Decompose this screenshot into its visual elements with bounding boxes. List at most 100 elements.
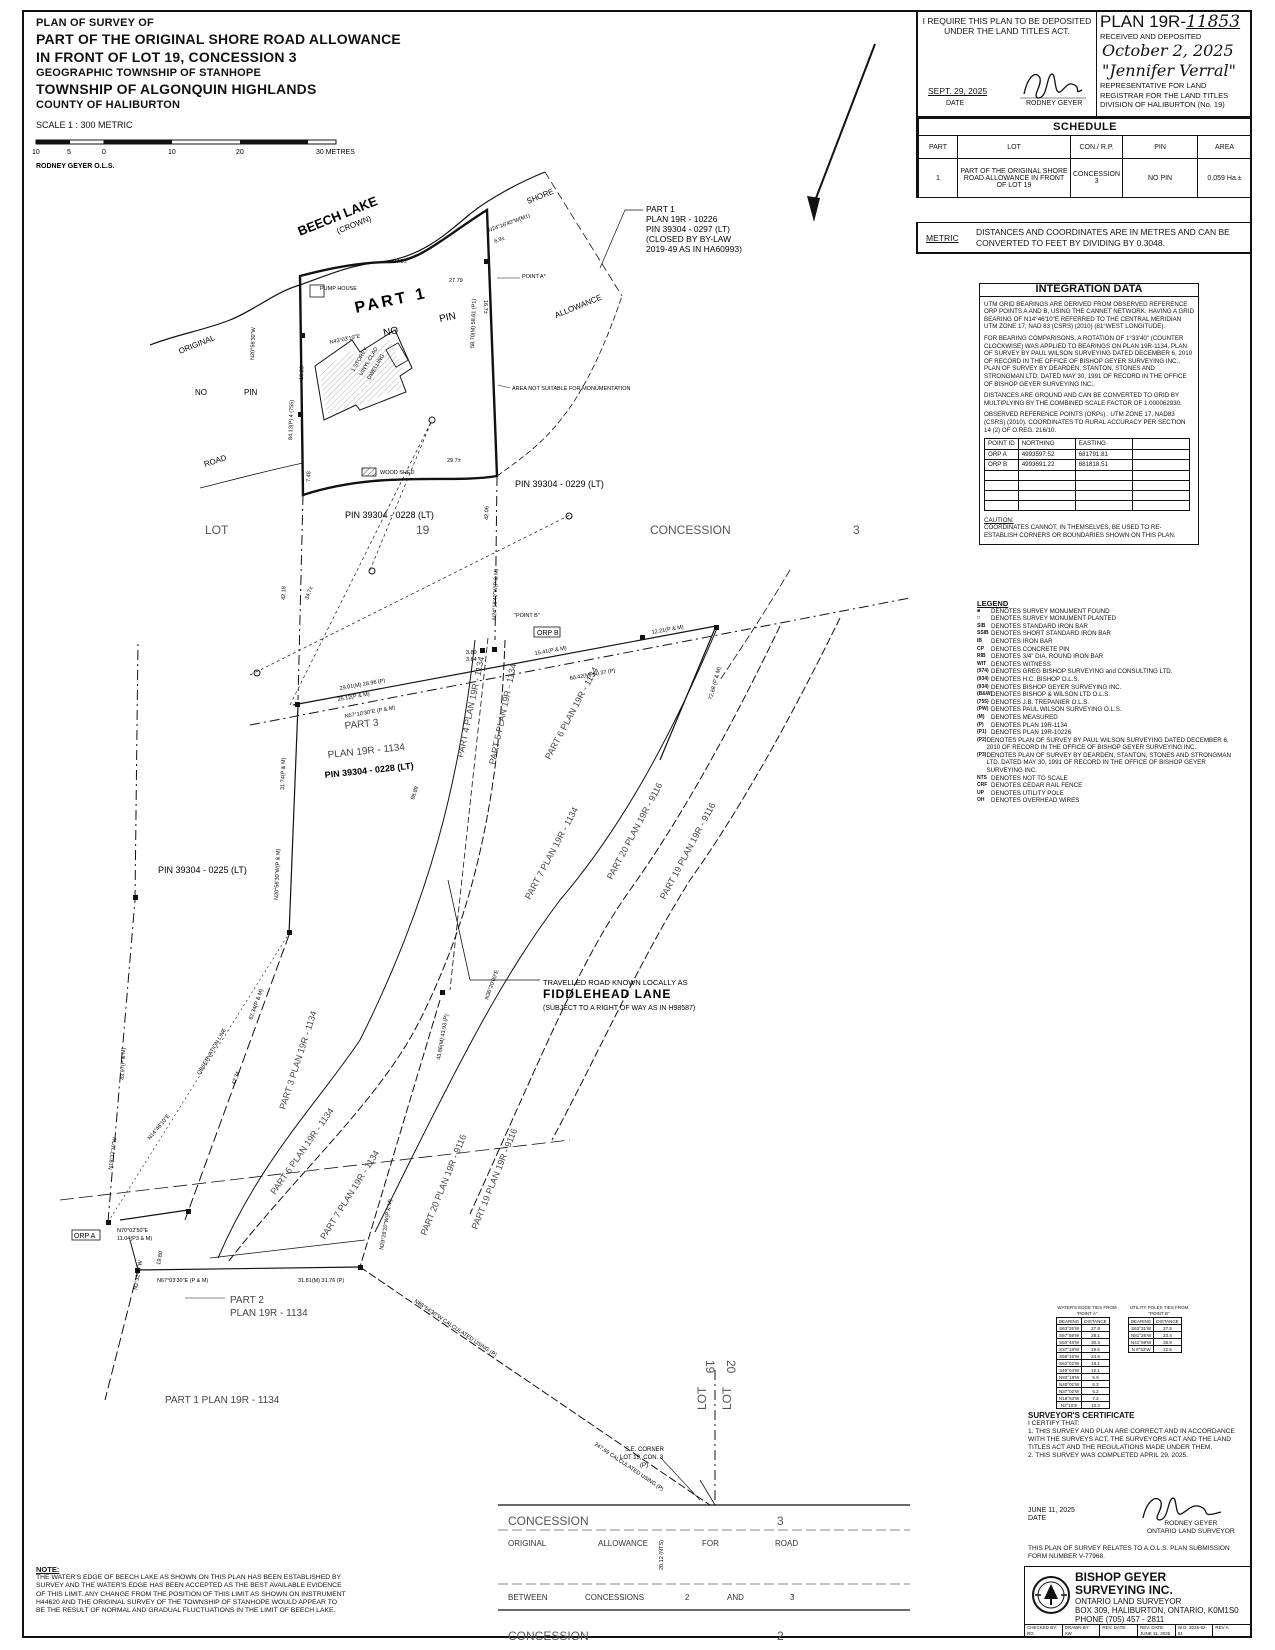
received-date: October 2, 2025 (1102, 41, 1234, 60)
certificate-signer: RODNEY GEYER ONTARIO LAND SURVEYOR (1147, 1520, 1235, 1536)
footer-cell: REV. DATE: (1100, 1625, 1139, 1637)
certificate-date: JUNE 11, 2025 DATE (1028, 1507, 1075, 1523)
dimension-label: 27.79 (449, 278, 463, 284)
part-1-boundary (298, 207, 499, 497)
bearing-label: N14°46'10"E (147, 1113, 172, 1141)
schedule-cell: PART OF THE ORIGINAL SHORE ROAD ALLOWANC… (957, 158, 1071, 198)
part1-ref: PIN 39304 - 0297 (LT) (646, 224, 730, 234)
title-line-3: IN FRONT OF LOT 19, CONCESSION 3 (36, 49, 297, 65)
deposit-date-label: DATE (946, 100, 965, 107)
water-edge-ties: WATER'S EDGE TIES FROM "POINT A" BEARING… (1055, 1305, 1118, 1409)
scale-tick: 20 (236, 149, 244, 156)
bearing-label: N2°32'00"W (133, 1259, 144, 1290)
schedule-cell: NO PIN (1122, 158, 1199, 198)
between-word: 3 (790, 1593, 795, 1602)
orp-table: POINT ID NORTHING EASTING ORP A 4993597.… (984, 438, 1190, 511)
parcel-label: PART 19 PLAN 19R - 9116 (658, 801, 717, 901)
dimension-label: 20.12 (NTS) (659, 1540, 665, 1570)
dimension-label: 3.89 (466, 650, 477, 656)
part3-plan-label: PLAN 19R - 1134 (327, 742, 406, 761)
bearing-label: N67°03'30"E (P & M) (157, 1278, 208, 1284)
ties-cell: 22.5 (1153, 1345, 1182, 1353)
concession-2-number: 2 (777, 1629, 784, 1643)
dimension-label: 10.23 (299, 366, 305, 380)
legend-text: DENOTES SHORT STANDARD IRON BAR (991, 630, 1111, 638)
legend-item: (B&W)DENOTES BISHOP & WILSON LTD O.L.S. (977, 691, 1237, 699)
company-name-line: SURVEYING INC. (1075, 1583, 1173, 1597)
observation-line (107, 934, 289, 1223)
note-title: NOTE: (36, 1565, 60, 1574)
legend-symbol: ■ (977, 607, 981, 614)
footer-cell: REV A (1213, 1625, 1252, 1637)
company-address: ONTARIO LAND SURVEYOR BOX 309, HALIBURTO… (1075, 1597, 1239, 1624)
bearing-label: N19°37'10"W (108, 1136, 119, 1170)
surveyors-certificate: SURVEYOR'S CERTIFICATE I CERTIFY THAT: 1… (1028, 1412, 1243, 1460)
legend-symbol: (P) (977, 721, 984, 728)
note-text: THE WATER'S EDGE OF BEECH LAKE AS SHOWN … (36, 1574, 346, 1615)
scale-tick: 10 (168, 149, 176, 156)
waters-edge-line (149, 171, 546, 346)
legend-symbol: CRF (977, 782, 988, 789)
legend-item: □DENOTES SURVEY MONUMENT PLANTED (977, 615, 1237, 623)
registrar-name: "Jennifer Verral" (1102, 61, 1236, 80)
registrar-text: REPRESENTATIVE FOR LAND REGISTRAR FOR TH… (1100, 81, 1229, 109)
legend-text: DENOTES OVERHEAD WIRES (991, 797, 1080, 805)
scale-bar: 10 5 0 10 20 30 METRES RODNEY GEYER O.L.… (32, 139, 355, 170)
integration-paragraph: OBSERVED REFERENCE POINTS (ORPs) : UTM Z… (984, 411, 1186, 434)
point-a-label: POINT A* (522, 274, 547, 280)
dwelling-building (314, 329, 413, 421)
company-name: BISHOP GEYER SURVEYING INC. (1075, 1571, 1173, 1597)
scale-text: SCALE 1 : 300 METRIC (36, 120, 133, 130)
legend-item: IB DENOTES IRON BAR (977, 638, 1237, 646)
travelled-road-label: TRAVELLED ROAD KNOWN LOCALLY AS (543, 978, 688, 987)
legend-symbol: SIB (977, 622, 986, 629)
legend-item: ■ DENOTES SURVEY MONUMENT FOUND (977, 608, 1237, 616)
title-line-2: PART OF THE ORIGINAL SHORE ROAD ALLOWANC… (36, 31, 401, 47)
no-pin-label-no: NO (382, 325, 399, 339)
dimension-label: 58.70(M) 58.61 (P1) (470, 299, 478, 349)
schedule-header: PIN (1122, 135, 1199, 159)
certificate-signer-title: ONTARIO LAND SURVEYOR (1147, 1528, 1235, 1535)
pump-house-label: PUMP HOUSE (320, 286, 357, 292)
legend-symbol: (P2) (977, 736, 987, 743)
parcel-label: PART 19 PLAN 19R - 9116 (470, 1127, 520, 1231)
bearing-label: N20°56'30"W (250, 326, 257, 360)
legend-symbol: (934) (977, 675, 989, 682)
legend-text: DENOTES PLAN OF SURVEY BY PAUL WILSON SU… (986, 736, 1229, 752)
schedule-cell: 0.059 Ha.± (1197, 158, 1252, 198)
legend-text: DENOTES SURVEY MONUMENT FOUND (991, 607, 1110, 615)
between-word: BETWEEN (508, 1593, 548, 1602)
legend-text: DENOTES BISHOP GEYER SURVEYING INC. (991, 683, 1122, 691)
part1-ref: PART 1 (646, 204, 675, 214)
title-block: PLAN OF SURVEY OF PART OF THE ORIGINAL S… (36, 16, 426, 130)
dimension-label: 11.04(P3 & M) (117, 1236, 152, 1242)
company-sub-line: ONTARIO LAND SURVEYOR (1075, 1597, 1182, 1606)
legend: LEGEND ■DENOTES SURVEY MONUMENT FOUND□DE… (977, 600, 1237, 805)
legend-symbol: RIB (977, 653, 986, 660)
plan-prefix: PLAN 19R- (1100, 12, 1186, 31)
bearing-label: N29°26'20"W(P & M) (379, 1199, 394, 1251)
schedule-header-row: PART LOT CON./ R.P. PIN AREA (918, 135, 1252, 159)
legend-symbol: (B&W) (977, 691, 993, 698)
caution-text: COORDINATES CANNOT, IN THEMSELVES, BE US… (984, 524, 1176, 540)
legend-symbol: NTS (977, 774, 987, 781)
company-sub-line: PHONE (705) 457 - 2811 (1075, 1615, 1165, 1624)
bearing-label: N88°54'30"W CALCULATED USING (P) (413, 1299, 498, 1359)
schedule-row: 1 PART OF THE ORIGINAL SHORE ROAD ALLOWA… (918, 158, 1252, 198)
legend-symbol: IB (977, 637, 982, 644)
bearing-label: N70°02'50"E (117, 1228, 149, 1234)
company-name-line: BISHOP GEYER (1075, 1570, 1167, 1584)
se-corner-label: (P) (640, 1463, 648, 1469)
legend-text: DENOTES IRON BAR (991, 637, 1053, 645)
dimension-label: 43.86(M) 43.93 (P) (436, 1014, 450, 1061)
se-corner-label: S.E. CORNER (625, 1447, 665, 1453)
dimension-label: 62.34(P & M) (248, 988, 265, 1021)
bearing-label: N43°03'10"E (329, 334, 361, 346)
schedule: SCHEDULE PART LOT CON./ R.P. PIN AREA 1 … (916, 118, 1252, 198)
legend-item: (755)DENOTES J.B. TREPANIER O.L.S. (977, 699, 1237, 707)
